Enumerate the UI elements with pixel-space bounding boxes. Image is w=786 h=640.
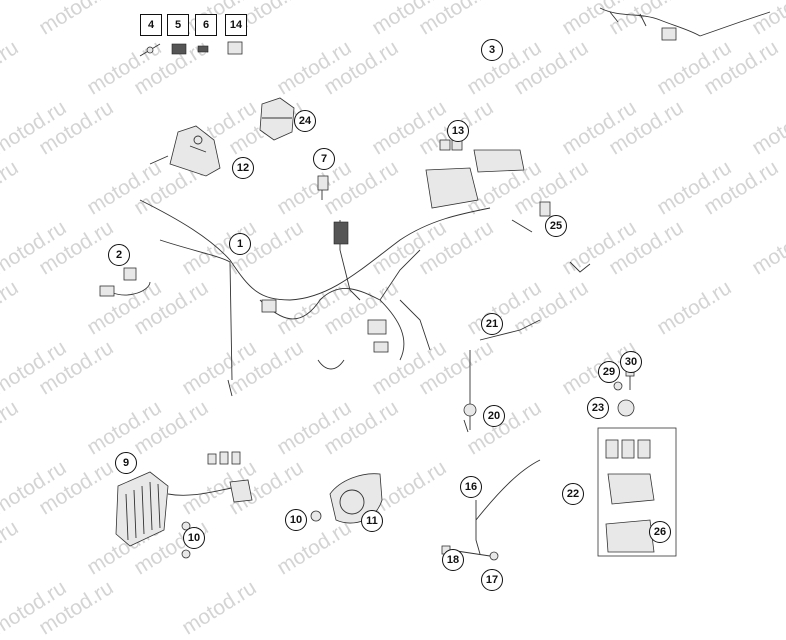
callout-21[interactable]: 21 [481, 313, 503, 335]
callout-2[interactable]: 2 [108, 244, 130, 266]
callout-22[interactable]: 22 [562, 483, 584, 505]
callout-24[interactable]: 24 [294, 110, 316, 132]
callout-10b[interactable]: 10 [183, 527, 205, 549]
part-21-cable[interactable] [469, 319, 541, 430]
exploded-view-drawing [99, 7, 771, 561]
part-24-cover[interactable] [259, 97, 295, 141]
callout-6[interactable]: 6 [195, 14, 217, 36]
callout-29[interactable]: 29 [598, 361, 620, 383]
part-30-screw[interactable] [625, 369, 635, 390]
part-12-bracket[interactable] [149, 125, 221, 177]
part-29-washer[interactable] [613, 381, 623, 391]
callout-18[interactable]: 18 [442, 549, 464, 571]
callout-12[interactable]: 12 [232, 157, 254, 179]
callout-10a[interactable]: 10 [285, 509, 307, 531]
part-6-terminal[interactable] [197, 45, 209, 53]
callout-4[interactable]: 4 [140, 14, 162, 36]
part-22-26-fuse-box-assembly[interactable] [597, 427, 677, 557]
part-13-relay-box[interactable] [425, 139, 525, 209]
callout-14[interactable]: 14 [225, 14, 247, 36]
callout-23[interactable]: 23 [587, 397, 609, 419]
callout-1[interactable]: 1 [229, 233, 251, 255]
part-14-relay-socket[interactable] [227, 41, 243, 55]
part-2-connector-harness[interactable] [99, 267, 151, 297]
callout-11[interactable]: 11 [361, 510, 383, 532]
callout-7[interactable]: 7 [313, 148, 335, 170]
part-1-main-wiring-harness[interactable] [139, 199, 491, 397]
part-7-sensor[interactable] [317, 175, 329, 200]
callout-5[interactable]: 5 [167, 14, 189, 36]
part-3-cable[interactable] [599, 7, 771, 41]
callout-9[interactable]: 9 [115, 452, 137, 474]
callout-26[interactable]: 26 [649, 521, 671, 543]
part-25-connector[interactable] [511, 201, 591, 273]
part-9-voltage-regulator[interactable] [115, 451, 253, 547]
part-17-nut[interactable] [489, 551, 499, 561]
callout-30[interactable]: 30 [620, 351, 642, 373]
callout-17[interactable]: 17 [481, 569, 503, 591]
callout-3[interactable]: 3 [481, 39, 503, 61]
callout-25[interactable]: 25 [545, 215, 567, 237]
part-20-sensor[interactable] [463, 403, 477, 433]
callout-13[interactable]: 13 [447, 120, 469, 142]
callout-20[interactable]: 20 [483, 405, 505, 427]
callout-16[interactable]: 16 [460, 476, 482, 498]
part-23-holder[interactable] [617, 399, 635, 417]
part-5-connector[interactable] [171, 43, 187, 55]
part-16-cable[interactable] [475, 459, 541, 555]
part-4-clip[interactable] [139, 43, 161, 57]
